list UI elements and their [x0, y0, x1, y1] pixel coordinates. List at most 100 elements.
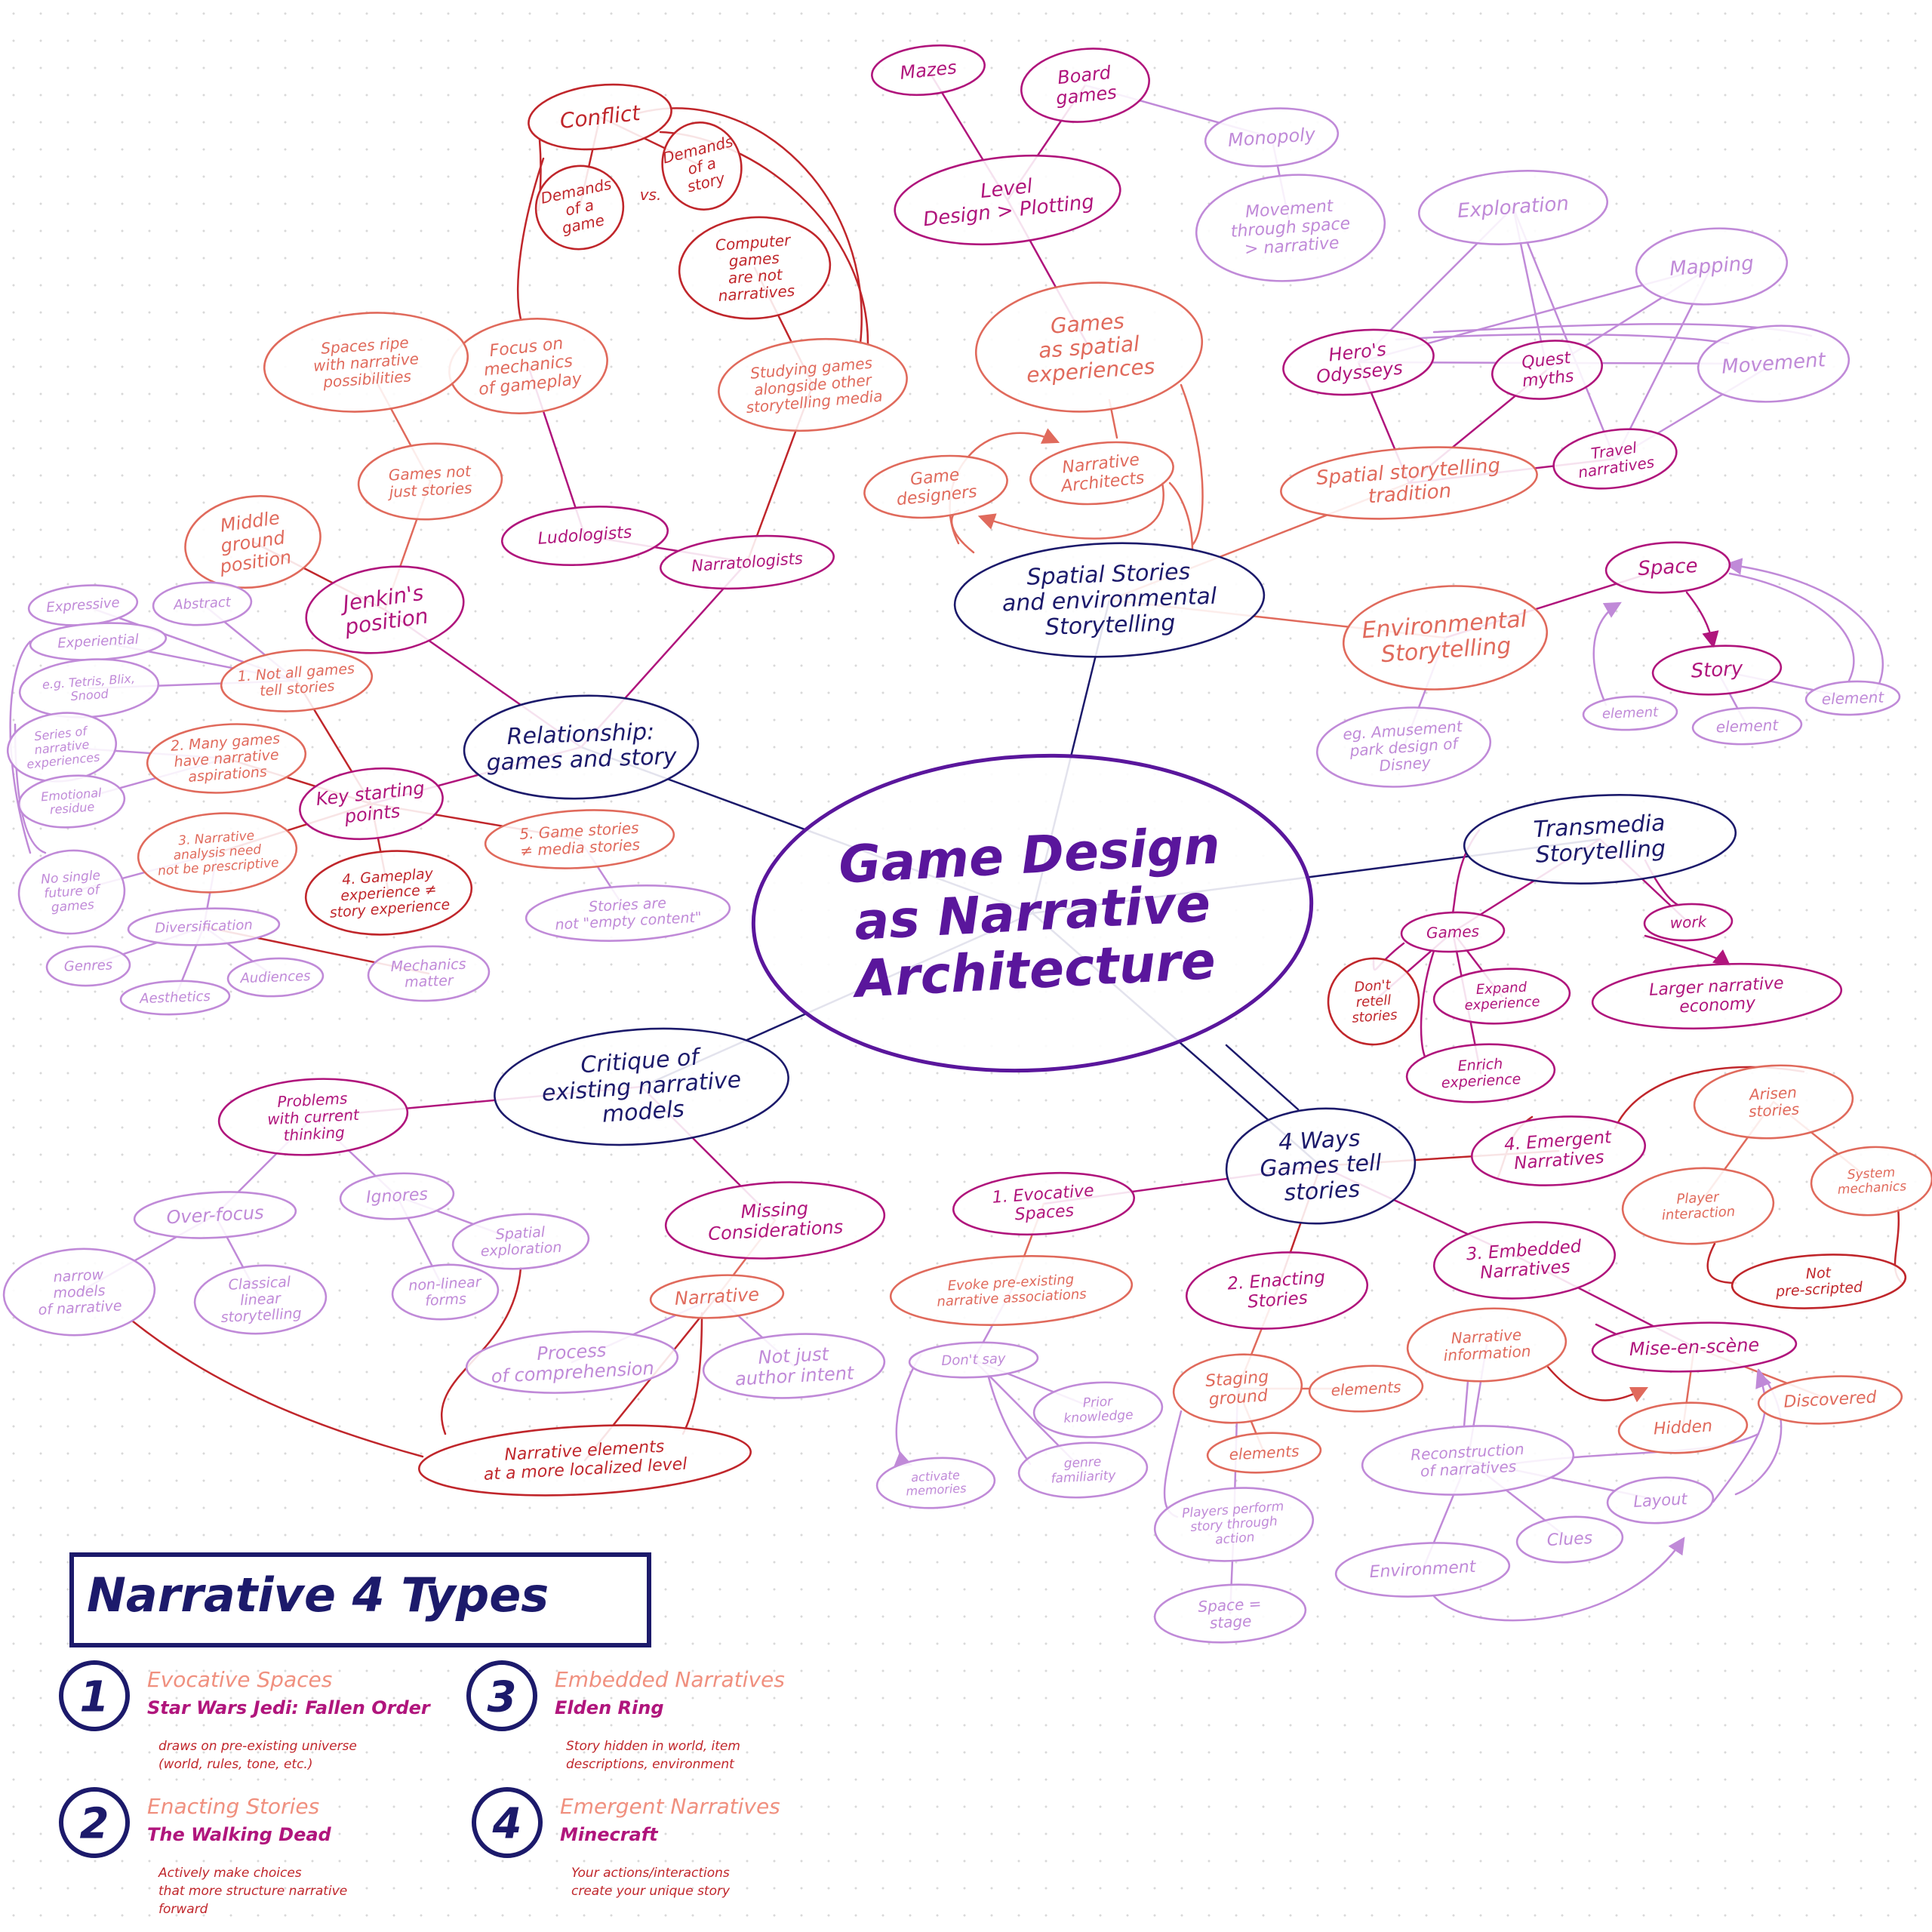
node-elements-b[interactable]: elements — [1206, 1430, 1322, 1475]
node-narrative-m[interactable]: Narrative — [649, 1272, 785, 1321]
node-element2[interactable]: element — [1691, 706, 1803, 746]
node-conflict[interactable]: Conflict — [525, 78, 675, 155]
node-audiences[interactable]: Audiences — [226, 957, 325, 998]
node-story[interactable]: Story — [1651, 643, 1783, 698]
node-exploration[interactable]: Exploration — [1417, 165, 1610, 250]
node-ludologists[interactable]: Ludologists — [500, 501, 670, 570]
node-hidden[interactable]: Hidden — [1617, 1400, 1749, 1457]
node-element3[interactable]: element — [1804, 680, 1901, 716]
node-movement[interactable]: Movement — [1696, 321, 1851, 407]
node-experiential[interactable]: Experiential — [29, 620, 168, 663]
node-work[interactable]: work — [1643, 903, 1734, 942]
node-ignores[interactable]: Ignores — [339, 1171, 455, 1222]
node-games-t[interactable]: Games — [1400, 911, 1506, 954]
node-layout[interactable]: Layout — [1606, 1475, 1715, 1525]
node-aesthetics[interactable]: Aesthetics — [119, 980, 231, 1017]
node-diversification[interactable]: Diversification — [127, 906, 281, 948]
node-discovered[interactable]: Discovered — [1757, 1373, 1903, 1427]
node-genres[interactable]: Genres — [45, 945, 131, 987]
node-dont-say[interactable]: Don't say — [908, 1340, 1039, 1380]
node-narratologists[interactable]: Narratologists — [659, 531, 835, 594]
node-game-stories[interactable]: 5. Game stories≠ media stories — [484, 806, 675, 873]
node-clues[interactable]: Clues — [1515, 1514, 1624, 1564]
node-over-focus[interactable]: Over-focus — [133, 1188, 297, 1241]
node-mazes[interactable]: Mazes — [869, 40, 987, 100]
node-space[interactable]: Space — [1604, 540, 1731, 595]
node-space-stage[interactable]: Space =stage — [1153, 1581, 1307, 1646]
node-monopoly[interactable]: Monopoly — [1204, 104, 1340, 171]
node-mapping[interactable]: Mapping — [1634, 223, 1789, 309]
node-abstract[interactable]: Abstract — [152, 580, 253, 628]
node-environment[interactable]: Environment — [1334, 1539, 1511, 1601]
node-mise[interactable]: Mise-en-scène — [1591, 1319, 1798, 1374]
node-relationship[interactable]: Relationship:games and story — [463, 692, 700, 803]
node-vs[interactable]: vs. — [640, 186, 662, 204]
node-tetris[interactable]: e.g. Tetris, Blix,Snood — [18, 655, 161, 722]
node-element1[interactable]: element — [1582, 695, 1678, 731]
node-expressive[interactable]: Expressive — [27, 582, 139, 629]
node-elements-a[interactable]: elements — [1308, 1363, 1424, 1414]
